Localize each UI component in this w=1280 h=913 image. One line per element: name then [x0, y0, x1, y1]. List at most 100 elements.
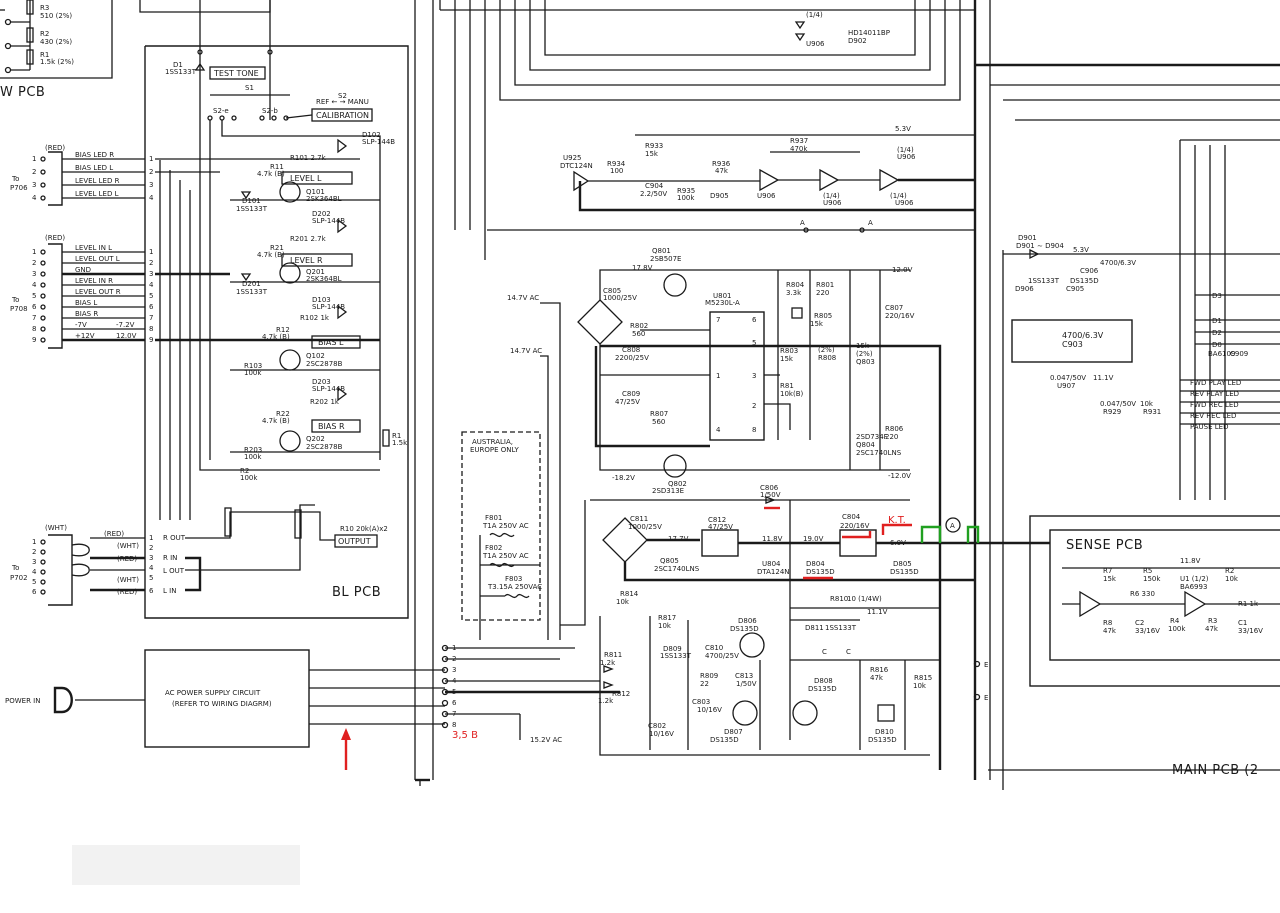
r937-ref: R937: [790, 137, 808, 145]
c906-val: C905: [1066, 285, 1084, 293]
u802-val: 47/25V: [708, 523, 733, 531]
c811-ref: D804: [806, 560, 825, 568]
u802-ref: C812: [708, 516, 726, 524]
d806-label: R810: [830, 595, 848, 603]
bl-pcb-label: BL PCB: [332, 585, 381, 600]
r21-val: 4.7k (B): [257, 251, 285, 259]
r801-val: 560: [632, 330, 645, 338]
r203-ref: R203: [244, 446, 262, 454]
d906-ref: D901: [1018, 234, 1037, 242]
q801-val: 2SB507E: [650, 255, 681, 263]
d804-val: 1SS133T: [660, 652, 692, 660]
p702-lin: L IN: [163, 587, 176, 595]
r8-val: 47k: [1103, 627, 1117, 635]
sig-fwd-rec: FWD REC LED: [1190, 401, 1239, 409]
p702-to: To: [11, 564, 19, 572]
d808-ref: R812: [612, 690, 630, 698]
p708-pin2: LEVEL OUT L: [75, 255, 120, 263]
marker-e-2: E: [984, 694, 988, 702]
r7-ref: R7: [1103, 567, 1112, 575]
c807-ref: R806: [885, 425, 904, 433]
r931-ref: 0.047/50V: [1100, 400, 1136, 408]
v-11-1: 11.1V: [867, 608, 888, 616]
r3-val: 510 (2%): [40, 12, 72, 20]
r1-ref: R1: [40, 51, 49, 59]
q804-val: DS135D: [710, 736, 739, 744]
d808-val: 1.2k: [598, 697, 614, 705]
d901-label: U906: [806, 40, 825, 48]
r21-ref: R21: [270, 244, 284, 252]
r81-ref: R805: [814, 312, 832, 320]
r81-val: 15k: [810, 320, 824, 328]
fuse-region: AUSTRALIA, EUROPE ONLY F801 T1A 250V AC …: [461, 431, 542, 640]
svg-text:5: 5: [149, 574, 153, 582]
c801-val: 2200/25V: [615, 354, 649, 362]
s1-label: S1: [245, 84, 254, 92]
u1-ref: U1 (1/2): [1180, 575, 1209, 583]
c1-val: 33/16V: [1238, 627, 1263, 635]
d805-ref: D811: [805, 624, 824, 632]
u801-val: M5230L-A: [705, 299, 740, 307]
q804-ref: D807: [724, 728, 743, 736]
svg-text:4: 4: [32, 194, 37, 202]
p708-pin8: -7V: [75, 321, 87, 329]
f802-ref: F802: [485, 544, 502, 552]
svg-text:4: 4: [149, 281, 154, 289]
r812-val: 4700/25V: [705, 652, 739, 660]
r3-ref: R3: [40, 4, 49, 12]
sig-d2: D2: [1212, 329, 1222, 337]
r934-ref: R934: [607, 160, 626, 168]
r933-val: 15k: [645, 150, 659, 158]
q803-ref: D806: [738, 617, 757, 625]
c905-ref: 1SS133T: [1028, 277, 1060, 285]
svg-text:1: 1: [32, 248, 36, 256]
c805-ref: C809: [622, 390, 640, 398]
r810-val: 10k: [658, 622, 672, 630]
wire-wht-2: (WHT): [117, 576, 139, 584]
svg-text:2: 2: [32, 548, 36, 556]
r4-val: 100k: [1168, 625, 1186, 633]
d801-ref: C805: [603, 287, 621, 295]
v-17-7: 17.7V: [668, 535, 689, 543]
d902-label: (1/4): [806, 11, 823, 19]
q101-val: 2SK364BL: [306, 195, 342, 203]
p702-rin: R IN: [163, 554, 177, 562]
q102-val: 2SC2878B: [306, 360, 343, 368]
r803-ref: R804: [786, 281, 805, 289]
u906b-frac: U906: [823, 199, 842, 207]
d804-ref: D809: [663, 645, 682, 653]
conn-pin3: 3: [452, 666, 456, 674]
svg-text:7: 7: [149, 314, 153, 322]
p706-pin3: LEVEL LED R: [75, 177, 120, 185]
v-5-3-top: 5.3V: [895, 125, 911, 133]
p702-rout: R OUT: [163, 534, 186, 542]
q801-ref: Q801: [652, 247, 671, 255]
d202-ref: D202: [312, 210, 331, 218]
svg-text:4: 4: [32, 281, 37, 289]
c811-val: DS135D: [806, 568, 835, 576]
p708-v2: 12.0V: [116, 332, 137, 340]
r103-ref: R103: [244, 362, 262, 370]
p708-pin4: LEVEL IN R: [75, 277, 113, 285]
c804-ref: C807: [885, 304, 903, 312]
conn-pin8: 8: [452, 721, 456, 729]
main-pcb-label: MAIN PCB (2: [1172, 763, 1259, 778]
r805-tol: Q803: [856, 358, 875, 366]
p706-to: To: [11, 175, 19, 183]
u907-val: C903: [1062, 340, 1083, 349]
r806-val: 560: [652, 418, 665, 426]
r102-label: R102 1k: [300, 314, 330, 322]
d801-val: 1000/25V: [603, 294, 637, 302]
level-l-label: LEVEL L: [290, 174, 322, 183]
marker-c-2: C: [846, 648, 851, 656]
svg-text:1: 1: [149, 248, 153, 256]
r7-val: 15k: [1103, 575, 1117, 583]
p706-pin4: LEVEL LED L: [75, 190, 119, 198]
u906a-frac: U906: [757, 192, 776, 200]
r806-ref: R807: [650, 410, 668, 418]
c1-ref: C1: [1238, 619, 1247, 627]
r935-ref: R935: [677, 187, 695, 195]
r201-label: R201 2.7k: [290, 235, 327, 243]
